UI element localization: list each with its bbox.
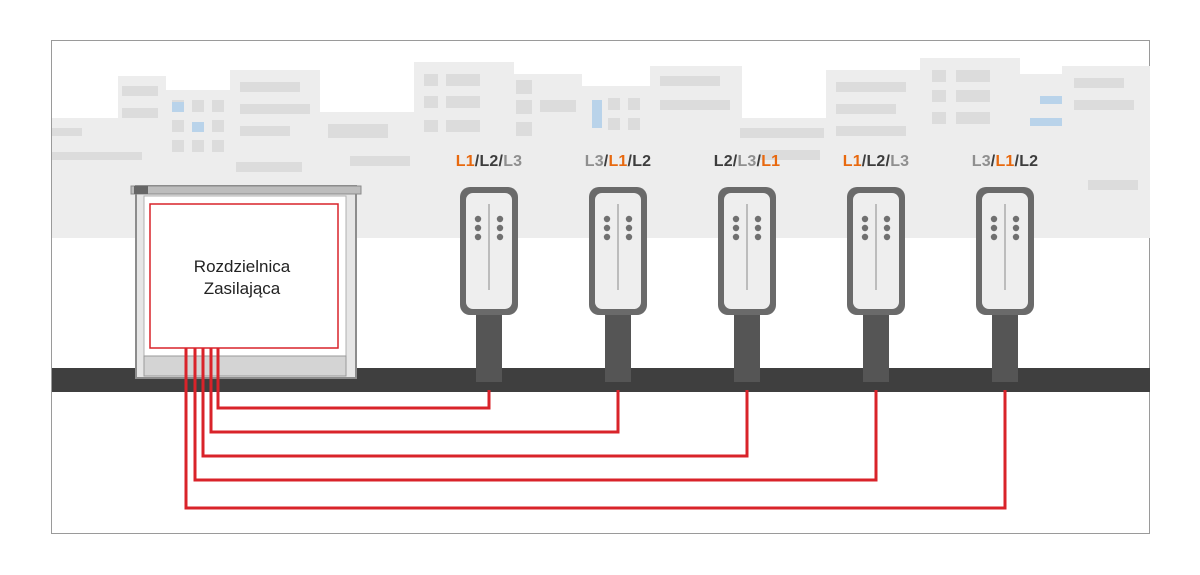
- charger-led: [990, 224, 998, 232]
- charger-led: [625, 233, 633, 241]
- phase-l2: L2: [1019, 153, 1039, 170]
- phase-l3: L3: [503, 153, 523, 170]
- charger-led: [754, 224, 762, 232]
- charger-led: [625, 215, 633, 223]
- phase-label-charger-3: L2/L3/L1: [682, 153, 812, 171]
- charger-led: [496, 224, 504, 232]
- charger-led: [625, 224, 633, 232]
- charger-led: [496, 215, 504, 223]
- phase-separator: /: [756, 153, 762, 170]
- charger-3: [718, 187, 776, 382]
- city-windows-blue: [172, 96, 1062, 132]
- charger-2: [589, 187, 647, 382]
- distribution-panel: [130, 185, 362, 379]
- panel-label-line2: Zasilająca: [203, 279, 281, 298]
- charger-led: [883, 215, 891, 223]
- charger-led: [474, 233, 482, 241]
- charger-led: [883, 224, 891, 232]
- phase-label-charger-2: L3/L1/L2: [553, 153, 683, 171]
- cable-to-charger-5: [184, 348, 1007, 510]
- phase-l3: L3: [971, 153, 991, 170]
- phase-l2: L2: [632, 153, 652, 170]
- phase-separator: /: [732, 153, 738, 170]
- charger-led: [603, 224, 611, 232]
- charger-led: [474, 224, 482, 232]
- phase-separator: /: [498, 153, 504, 170]
- charger-led: [732, 224, 740, 232]
- phase-l2: L2: [866, 153, 886, 170]
- phase-label-charger-5: L3/L1/L2: [940, 153, 1070, 171]
- charger-led: [603, 233, 611, 241]
- phase-separator: /: [861, 153, 867, 170]
- charger-led: [1012, 224, 1020, 232]
- cable-to-charger-4: [193, 348, 878, 482]
- phase-l1: L1: [455, 153, 475, 170]
- charger-post: [476, 314, 502, 382]
- charger-post: [863, 314, 889, 382]
- charger-led: [990, 215, 998, 223]
- feeder-cables: [184, 348, 1007, 510]
- phase-separator: /: [627, 153, 633, 170]
- charger-1: [460, 187, 518, 382]
- phase-label-charger-1: L1/L2/L3: [424, 153, 554, 171]
- charger-led: [883, 233, 891, 241]
- charger-led: [1012, 233, 1020, 241]
- phase-label-charger-4: L1/L2/L3: [811, 153, 941, 171]
- phase-separator: /: [990, 153, 996, 170]
- phase-l2: L2: [479, 153, 499, 170]
- phase-l3: L3: [584, 153, 604, 170]
- charger-led: [754, 233, 762, 241]
- phase-l1: L1: [761, 153, 781, 170]
- phase-separator: /: [603, 153, 609, 170]
- charger-led: [474, 215, 482, 223]
- charger-led: [496, 233, 504, 241]
- charger-led: [754, 215, 762, 223]
- charger-led: [990, 233, 998, 241]
- charger-led: [732, 233, 740, 241]
- cable-to-charger-2: [209, 348, 620, 434]
- cable-to-charger-1: [216, 348, 491, 410]
- charger-led: [861, 233, 869, 241]
- cable-to-charger-3: [201, 348, 749, 458]
- charger-led: [1012, 215, 1020, 223]
- phase-l1: L1: [995, 153, 1015, 170]
- phase-l3: L3: [890, 153, 910, 170]
- charger-4: [847, 187, 905, 382]
- phase-separator: /: [1014, 153, 1020, 170]
- phase-separator: /: [885, 153, 891, 170]
- phase-l3: L3: [737, 153, 757, 170]
- charger-led: [732, 215, 740, 223]
- distribution-panel-label: Rozdzielnica Zasilająca: [152, 256, 332, 300]
- charger-led: [603, 215, 611, 223]
- charger-post: [605, 314, 631, 382]
- charger-led: [861, 224, 869, 232]
- city-windows: [52, 70, 1138, 190]
- phase-separator: /: [474, 153, 480, 170]
- phase-l2: L2: [713, 153, 733, 170]
- panel-label-line1: Rozdzielnica: [193, 257, 291, 276]
- charger-post: [992, 314, 1018, 382]
- phase-l1: L1: [608, 153, 628, 170]
- charger-post: [734, 314, 760, 382]
- phase-l1: L1: [842, 153, 862, 170]
- charger-5: [976, 187, 1034, 382]
- charger-led: [861, 215, 869, 223]
